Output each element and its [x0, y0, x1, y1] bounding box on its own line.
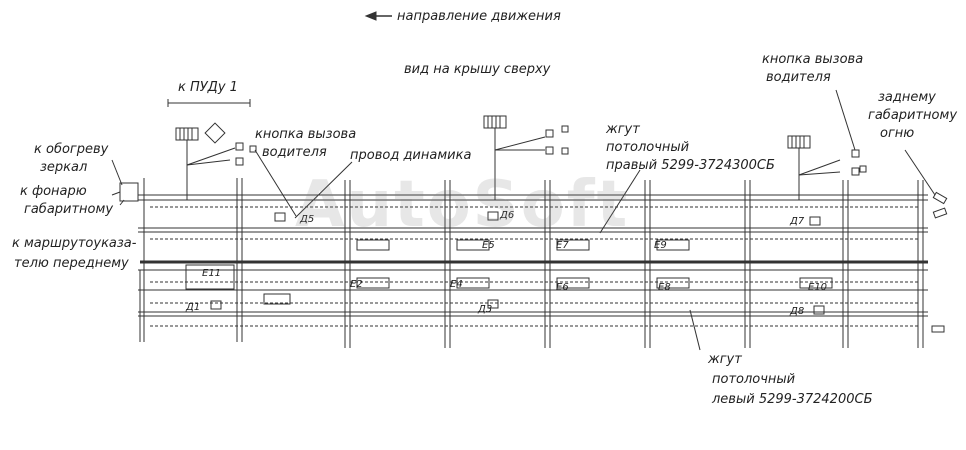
label-d6: Д6 — [499, 210, 514, 221]
harness-wires — [150, 206, 920, 327]
label-e6: Е6 — [556, 282, 569, 293]
pudu-bracket — [167, 99, 251, 107]
rear-lamp-line3: огню — [880, 126, 915, 141]
clearance-lamp-line2: габаритному — [24, 202, 114, 217]
harness-left-line3: левый 5299-3724200СБ — [712, 392, 873, 407]
rear-lamp-line2: габаритному — [868, 108, 958, 123]
route-indicator-line2: телю переднему — [14, 256, 129, 271]
driver-call-left-line1: кнопка вызова — [255, 127, 357, 142]
label-d1: Д1 — [185, 302, 200, 313]
label-e4: Е4 — [450, 279, 463, 290]
label-e9: Е9 — [654, 240, 667, 251]
label-d7: Д7 — [789, 216, 805, 227]
driver-call-right-line2: водителя — [766, 70, 831, 85]
driver-call-right-line1: кнопка вызова — [762, 52, 864, 67]
label-e8: Е8 — [658, 282, 671, 293]
harness-right-line1: жгут — [606, 122, 640, 137]
label-e7: Е7 — [556, 240, 569, 251]
speaker-wire-label: провод динамика — [350, 148, 472, 163]
label-e10: Е10 — [808, 282, 827, 293]
mirror-heat-line1: к обогреву — [34, 142, 109, 157]
harness-left-line2: потолочный — [712, 372, 796, 387]
roof-frame — [138, 178, 928, 342]
harness-right-line2: потолочный — [606, 140, 690, 155]
component-labels: Е11 Е2 Е4 Е5 Е6 Е7 Е8 Е9 Е10 Д1 Д3 Д5 Д6… — [185, 210, 827, 317]
cross-bars — [236, 178, 924, 348]
clearance-lamp-line1: к фонарю — [20, 184, 87, 199]
label-d8: Д8 — [789, 306, 804, 317]
label-d5: Д5 — [299, 214, 314, 225]
rear-lamp-line1: заднему — [878, 90, 936, 105]
harness-right-line3: правый 5299-3724300СБ — [606, 158, 775, 173]
direction-arrow — [364, 11, 392, 21]
leader-lines — [111, 89, 936, 351]
label-e5: Е5 — [482, 240, 495, 251]
label-e2: Е2 — [350, 279, 363, 290]
route-indicator-line1: к маршрутоуказа- — [12, 236, 137, 251]
direction-label: направление движения — [397, 9, 561, 24]
harness-left-line1: жгут — [708, 352, 742, 367]
view-label: вид на крышу сверху — [404, 62, 551, 77]
watermark: AutoSoft — [295, 168, 630, 242]
light-fixtures-upper — [185, 239, 833, 305]
label-d3: Д3 — [477, 304, 492, 315]
top-modules — [175, 115, 867, 200]
mirror-heat-line2: зеркал — [40, 160, 88, 175]
rear-lamp-connectors — [931, 191, 948, 333]
label-e11: Е11 — [202, 268, 221, 279]
driver-call-left-line2: водителя — [262, 145, 327, 160]
pudu-label: к ПУДу 1 — [178, 80, 238, 95]
